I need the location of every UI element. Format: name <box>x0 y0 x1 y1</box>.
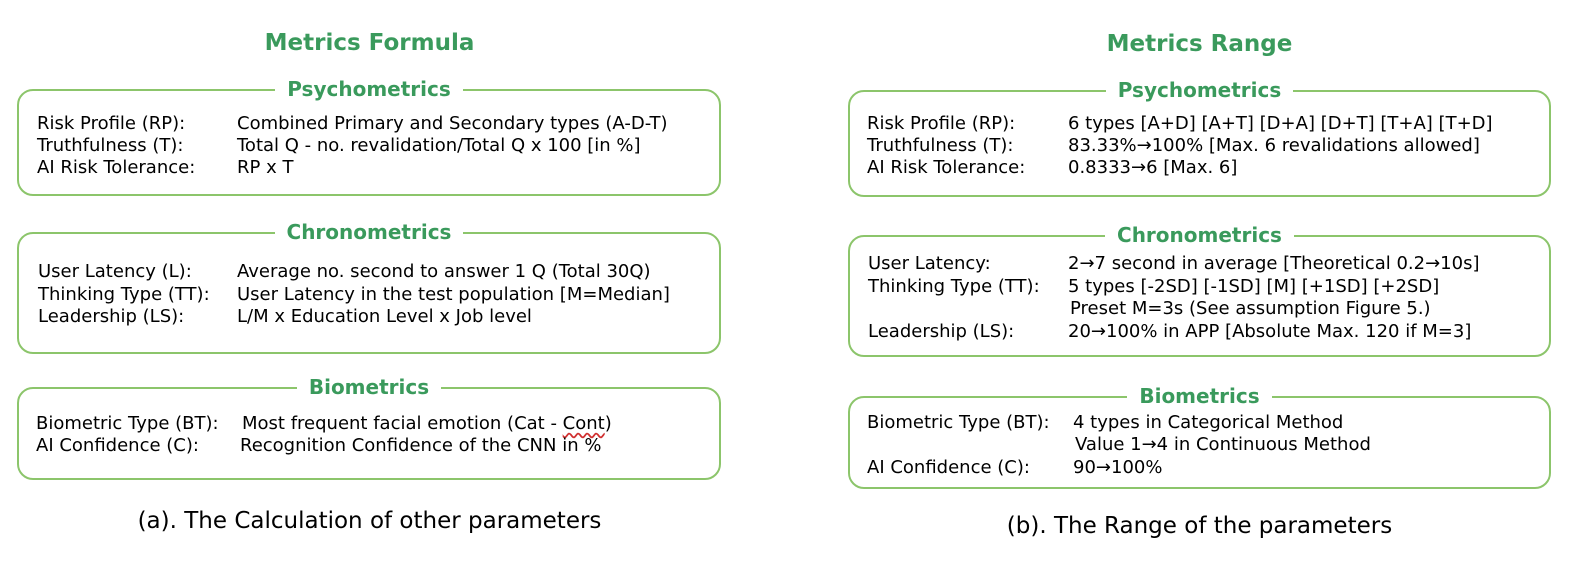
row-label: User Latency: <box>868 253 991 274</box>
left-psychometrics-title: Psychometrics <box>19 76 719 102</box>
right-biometrics-title: Biometrics <box>850 383 1549 409</box>
row-label: AI Risk Tolerance: <box>867 157 1026 178</box>
row-value: 90→100% <box>1073 457 1163 478</box>
row-label: Leadership (LS): <box>868 321 1015 342</box>
row-label: Biometric Type (BT): <box>36 413 219 434</box>
row-value: L/M x Education Level x Job level <box>237 306 532 327</box>
row-label: Leadership (LS): <box>38 306 185 327</box>
right-chronometrics-box: Chronometrics User Latency: 2→7 second i… <box>848 223 1551 357</box>
row-value: 20→100% in APP [Absolute Max. 120 if M=3… <box>1068 321 1472 342</box>
row-value: Recognition Confidence of the CNN in % <box>240 435 602 456</box>
row-label: Thinking Type (TT): <box>868 276 1040 297</box>
row-label: AI Risk Tolerance: <box>37 157 196 178</box>
left-biometrics-box: Biometrics Biometric Type (BT): Most fre… <box>17 375 721 480</box>
row-label: Risk Profile (RP): <box>867 113 1016 134</box>
row-value: Most frequent facial emotion (Cat - Cont… <box>242 413 612 434</box>
row-label: Truthfulness (T): <box>867 135 1014 156</box>
row-value: 0.8333→6 [Max. 6] <box>1068 157 1238 178</box>
right-chronometrics-title: Chronometrics <box>850 222 1549 248</box>
left-biometrics-title: Biometrics <box>19 374 719 400</box>
row-label: AI Confidence (C): <box>867 457 1030 478</box>
row-label: Truthfulness (T): <box>37 135 184 156</box>
row-value: RP x T <box>237 157 294 178</box>
row-label: Thinking Type (TT): <box>38 284 210 305</box>
left-chronometrics-title: Chronometrics <box>19 219 719 245</box>
row-label: Risk Profile (RP): <box>37 113 186 134</box>
row-value: Preset M=3s (See assumption Figure 5.) <box>1070 298 1431 319</box>
left-panel-title: Metrics Formula <box>264 30 475 56</box>
row-value: User Latency in the test population [M=M… <box>237 284 670 305</box>
right-psychometrics-box: Psychometrics Risk Profile (RP): 6 types… <box>848 78 1551 197</box>
right-psychometrics-title: Psychometrics <box>850 77 1549 103</box>
left-psychometrics-box: Psychometrics Risk Profile (RP): Combine… <box>17 77 721 196</box>
row-label: Biometric Type (BT): <box>867 412 1050 433</box>
row-value: 4 types in Categorical Method <box>1073 412 1344 433</box>
row-value: Combined Primary and Secondary types (A-… <box>237 113 668 134</box>
row-value: 5 types [-2SD] [-1SD] [M] [+1SD] [+2SD] <box>1068 276 1440 297</box>
row-label: User Latency (L): <box>38 261 192 282</box>
row-value: Total Q - no. revalidation/Total Q x 100… <box>237 135 641 156</box>
left-caption: (a). The Calculation of other parameters <box>137 508 602 534</box>
row-value: 6 types [A+D] [A+T] [D+A] [D+T] [T+A] [T… <box>1068 113 1493 134</box>
spellcheck-squiggle-word: Cont <box>562 413 605 434</box>
row-value: Value 1→4 in Continuous Method <box>1075 434 1371 455</box>
row-value: 83.33%→100% [Max. 6 revalidations allowe… <box>1068 135 1480 156</box>
right-panel-title: Metrics Range <box>1106 31 1293 57</box>
row-label: AI Confidence (C): <box>36 435 199 456</box>
left-chronometrics-box: Chronometrics User Latency (L): Average … <box>17 220 721 354</box>
right-caption: (b). The Range of the parameters <box>1006 513 1393 539</box>
row-value: 2→7 second in average [Theoretical 0.2→1… <box>1068 253 1480 274</box>
row-value: Average no. second to answer 1 Q (Total … <box>237 261 651 282</box>
right-biometrics-box: Biometrics Biometric Type (BT): 4 types … <box>848 384 1551 489</box>
